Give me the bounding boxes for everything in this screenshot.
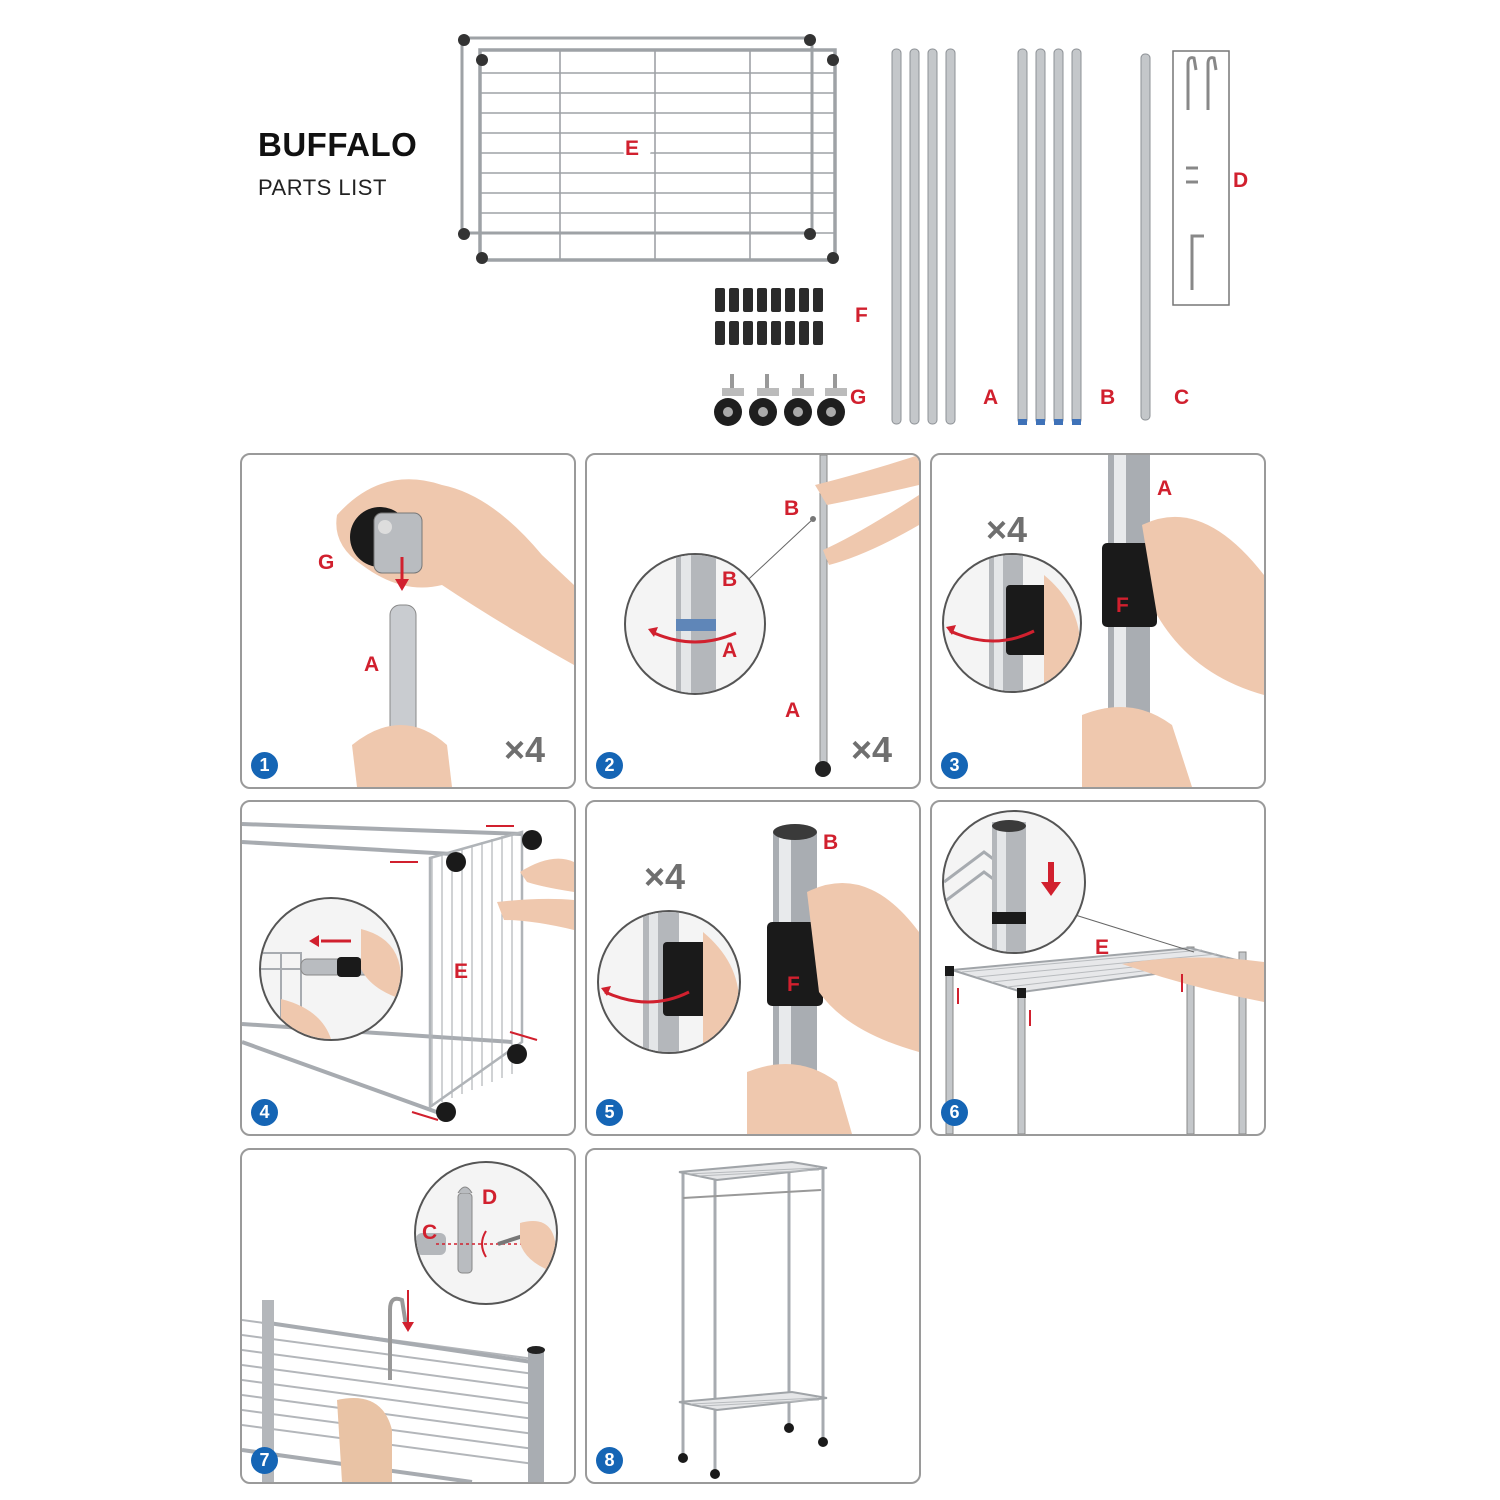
plastic-sleeves-image [715, 288, 823, 345]
step-8-number-badge: 8 [596, 1447, 623, 1474]
step-1-number-badge: 1 [251, 752, 278, 779]
step-8-finished-rack-illustration [678, 1160, 828, 1479]
poles-b-image [1017, 48, 1082, 425]
parts-list-subtitle: PARTS LIST [258, 175, 387, 200]
step-3-illustration [1082, 455, 1264, 787]
step-7-detail-circle [414, 1161, 558, 1305]
step-1-illustration [336, 479, 574, 787]
step-2-quantity: ×4 [851, 729, 893, 770]
step-5-quantity: ×4 [644, 856, 686, 897]
step-3-panel: A F ×4 3 [930, 453, 1266, 789]
part-label-b: B [1100, 386, 1116, 409]
step-3-label-a: A [1157, 477, 1173, 500]
step-3-number-badge: 3 [941, 752, 968, 779]
step-5-detail-circle [597, 910, 741, 1054]
part-label-f: F [855, 304, 868, 327]
part-label-c: C [1174, 386, 1190, 409]
step-2-label-b-detail: B [722, 568, 738, 591]
step-5-panel: B F ×4 5 [585, 800, 921, 1136]
step-2-panel: B B A A ×4 2 [585, 453, 921, 789]
part-label-a: A [983, 386, 999, 409]
step-6-label-e: E [1095, 936, 1110, 959]
part-label-g: G [850, 386, 867, 409]
step-1-label-a: A [364, 653, 380, 676]
step-2-label-b-pole: B [784, 497, 800, 520]
step-8-panel: 8 [585, 1148, 921, 1484]
step-2-detail-circle [624, 553, 766, 695]
step-7-panel: C D 7 [240, 1148, 576, 1484]
step-6-panel: E 6 [930, 800, 1266, 1136]
step-2-illustration [736, 455, 919, 777]
poles-a-image [891, 48, 956, 425]
step-2-label-a-detail: A [722, 639, 738, 662]
wire-shelf-image [458, 34, 839, 264]
step-2-label-a-pole: A [785, 699, 801, 722]
brand-title: BUFFALO [258, 126, 418, 163]
step-5-number-badge: 5 [596, 1099, 623, 1126]
step-6-detail-circle [942, 810, 1086, 954]
step-3-detail-circle [942, 553, 1082, 693]
part-label-e: E [625, 137, 640, 160]
step-4-number-badge: 4 [251, 1099, 278, 1126]
step-7-illustration [242, 1290, 545, 1482]
step-4-panel: E 4 [240, 800, 576, 1136]
step-6-illustration [945, 913, 1264, 1134]
step-7-label-d: D [482, 1186, 498, 1209]
casters-image [714, 374, 847, 426]
step-5-label-f: F [787, 973, 800, 996]
step-5-illustration [747, 824, 919, 1134]
part-label-d: D [1233, 169, 1249, 192]
step-2-number-badge: 2 [596, 752, 623, 779]
step-4-label-e: E [454, 960, 469, 983]
step-3-label-f: F [1116, 594, 1129, 617]
step-5-label-b: B [823, 831, 839, 854]
step-1-quantity: ×4 [504, 729, 546, 770]
step-7-number-badge: 7 [251, 1447, 278, 1474]
step-7-label-c: C [422, 1221, 438, 1244]
step-1-panel: G A ×4 1 [240, 453, 576, 789]
step-4-detail-circle [259, 897, 403, 1041]
hanging-rod-image [1140, 53, 1151, 421]
step-3-quantity: ×4 [986, 509, 1028, 550]
step-6-number-badge: 6 [941, 1099, 968, 1126]
hardware-kit-image [1172, 50, 1230, 306]
step-1-label-g: G [318, 551, 335, 574]
